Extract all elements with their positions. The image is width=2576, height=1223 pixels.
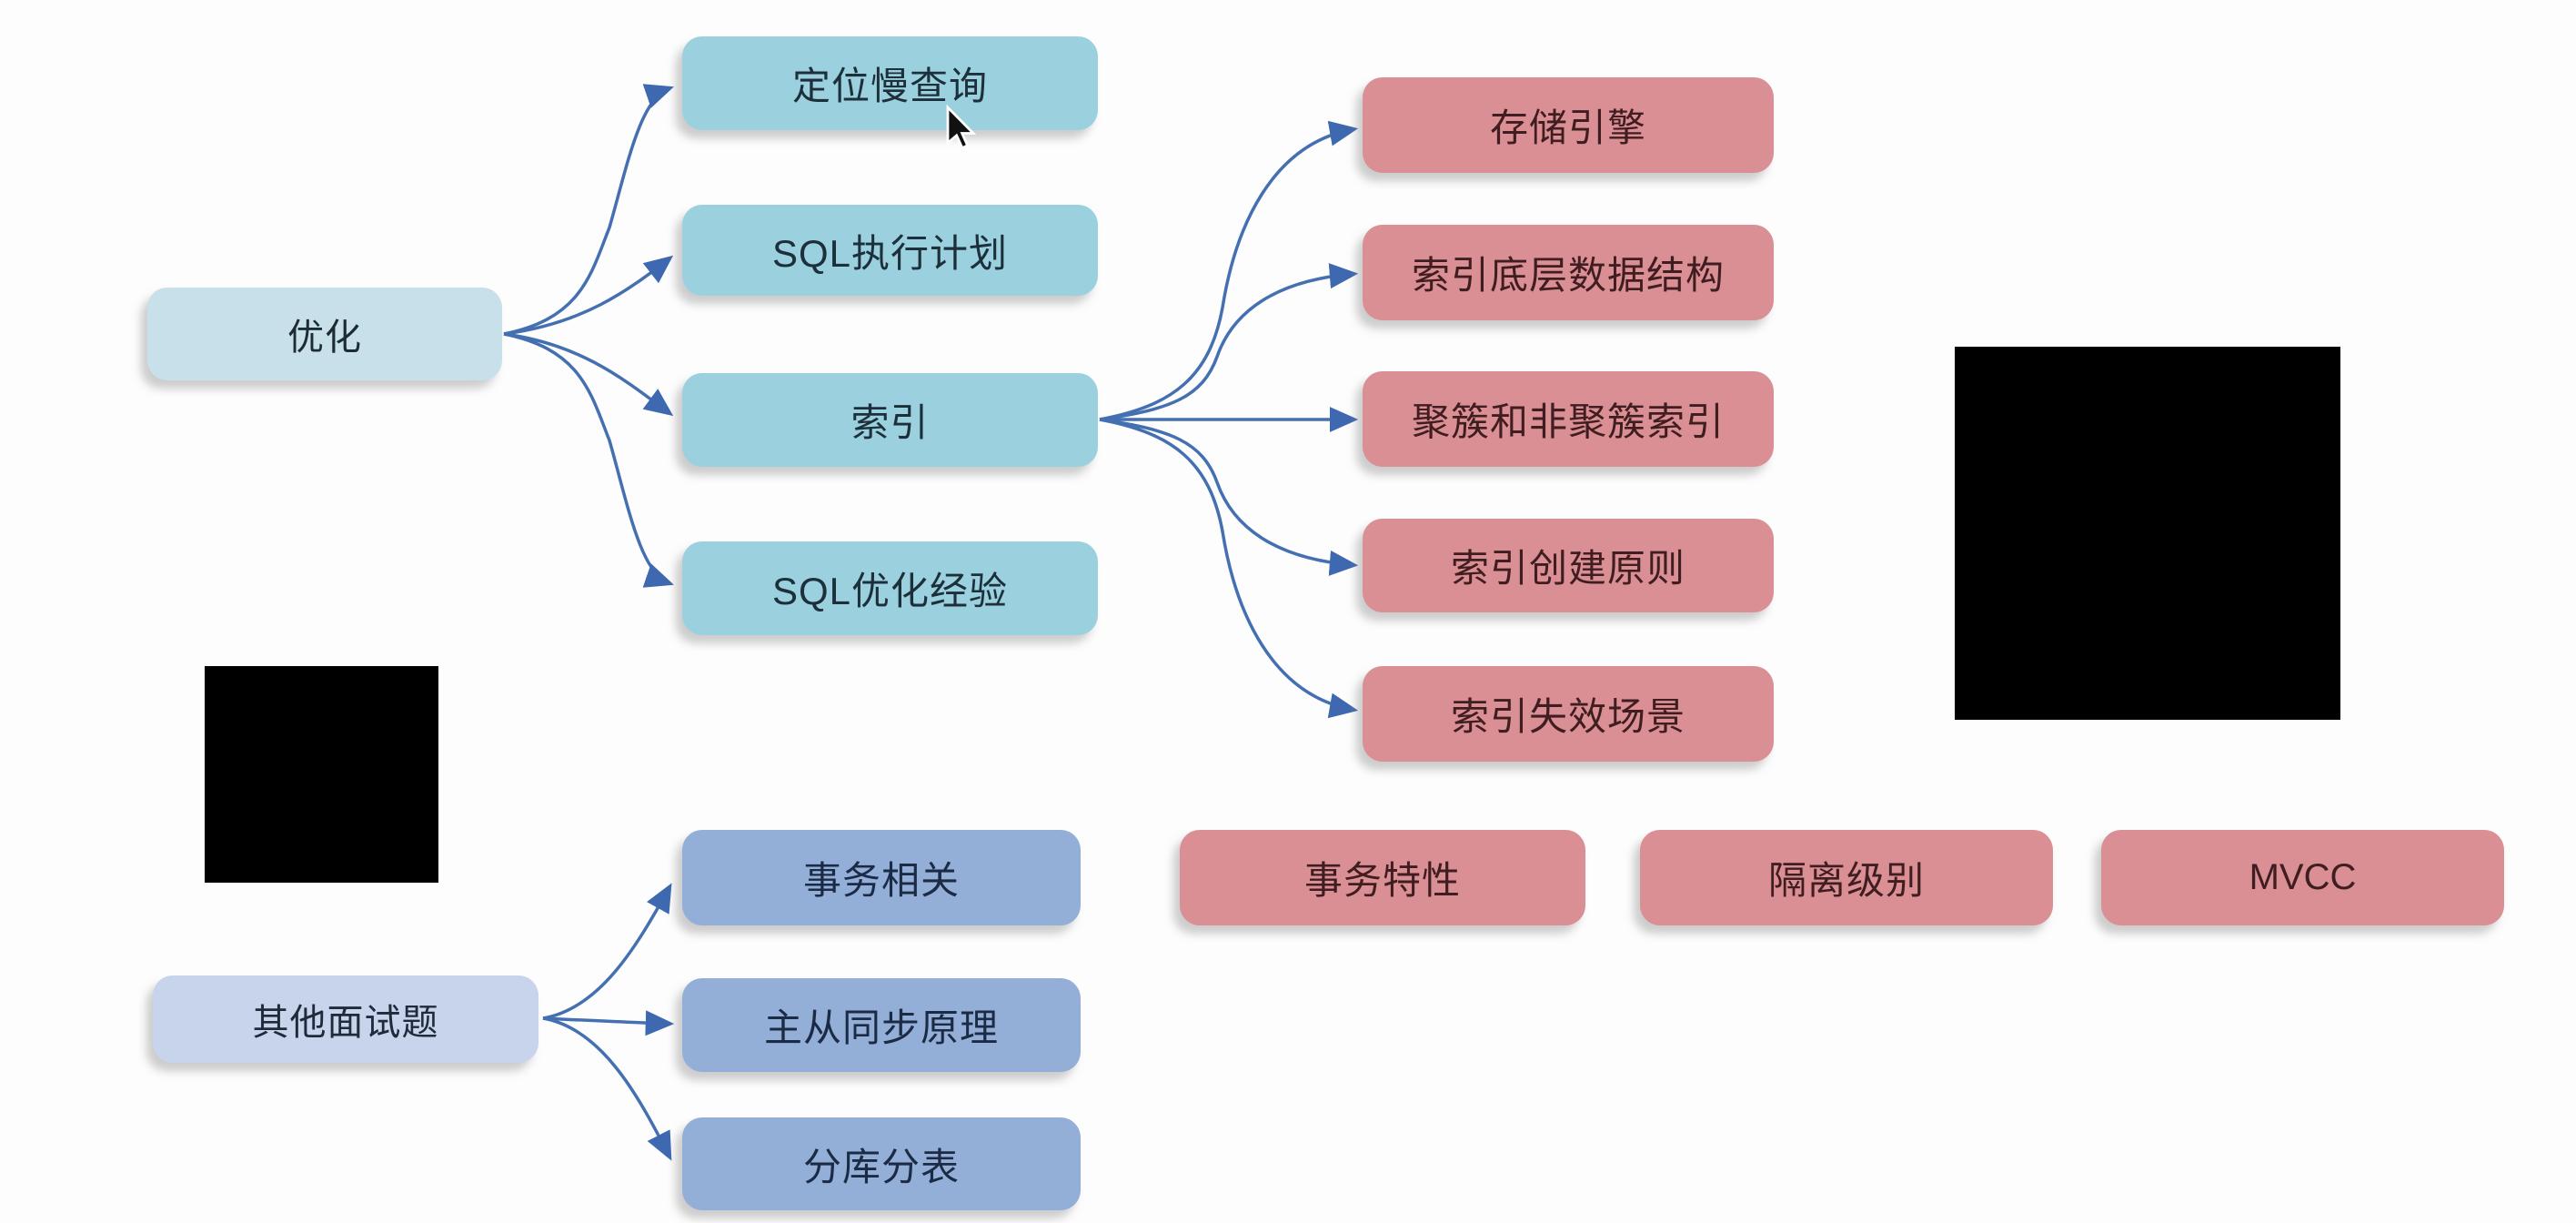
node-sql-execution-plan[interactable]: SQL执行计划 — [682, 205, 1098, 296]
node-sharding-db-table[interactable]: 分库分表 — [682, 1117, 1081, 1210]
node-mvcc[interactable]: MVCC — [2101, 830, 2504, 925]
node-index-failure-scenarios[interactable]: 索引失效场景 — [1363, 666, 1774, 762]
node-master-slave-sync-principle[interactable]: 主从同步原理 — [682, 978, 1081, 1072]
node-index-underlying-data-structure[interactable]: 索引底层数据结构 — [1363, 225, 1774, 320]
node-optimization[interactable]: 优化 — [147, 288, 502, 380]
connector-opt-index — [503, 332, 674, 417]
node-index-creation-principles[interactable]: 索引创建原则 — [1363, 519, 1774, 612]
node-sql-optimization-experience[interactable]: SQL优化经验 — [682, 541, 1098, 635]
node-isolation-levels[interactable]: 隔离级别 — [1640, 830, 2053, 925]
redacted-region-left — [205, 666, 438, 883]
node-clustered-and-nonclustered-index[interactable]: 聚簇和非聚簇索引 — [1363, 371, 1774, 467]
node-locate-slow-query[interactable]: 定位慢查询 — [682, 36, 1098, 130]
connector-index-principles — [1099, 418, 1359, 576]
connector-opt-locate — [503, 84, 674, 336]
node-index[interactable]: 索引 — [682, 373, 1098, 467]
connector-index-datastruct — [1099, 263, 1359, 421]
connector-index-failure — [1099, 418, 1359, 719]
connector-opt-plan — [503, 255, 674, 336]
connector-other-sync — [542, 1010, 675, 1036]
node-other-interview-questions[interactable]: 其他面试题 — [153, 975, 538, 1063]
connector-other-shard — [542, 1016, 672, 1161]
node-transaction-properties[interactable]: 事务特性 — [1180, 830, 1585, 925]
connector-opt-sqlexp — [503, 332, 674, 588]
node-storage-engine[interactable]: 存储引擎 — [1363, 77, 1774, 173]
connector-other-trans — [542, 883, 672, 1020]
redacted-region-right — [1955, 347, 2340, 720]
node-transaction-related[interactable]: 事务相关 — [682, 830, 1081, 925]
connector-index-engine — [1099, 120, 1359, 421]
